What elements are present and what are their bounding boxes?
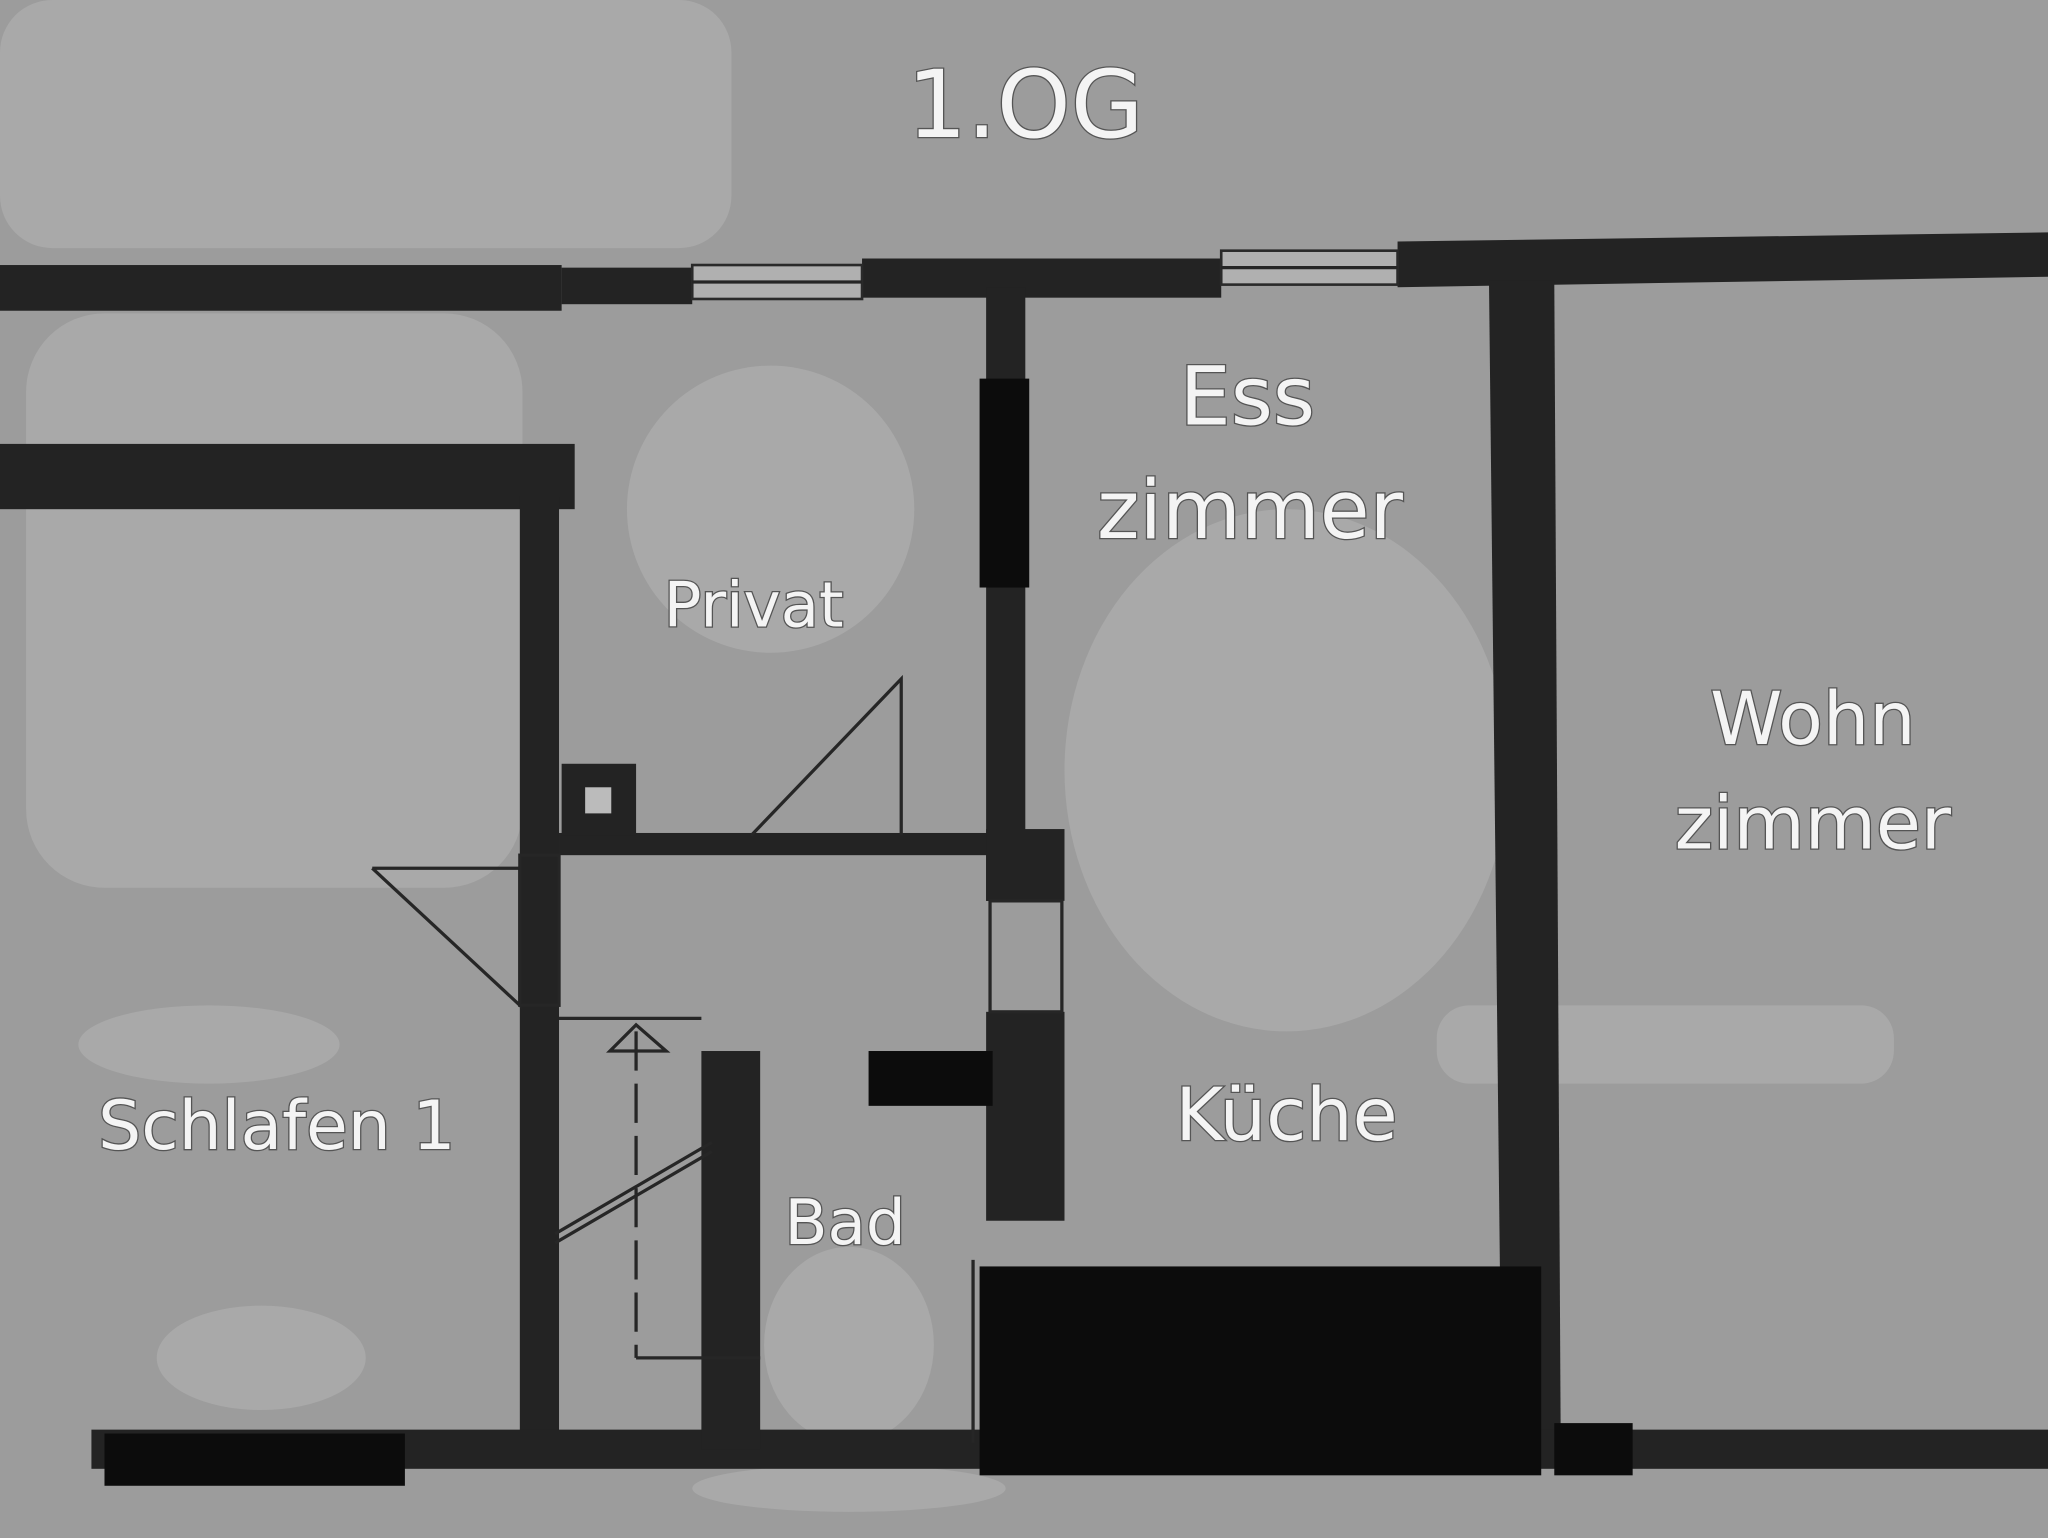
room-label-privat: Privat — [664, 569, 844, 642]
room-label-kueche: Küche — [1175, 1073, 1397, 1158]
room-label-ess-zimmer: zimmer — [1097, 464, 1404, 558]
room-label-bad: Bad — [784, 1186, 905, 1259]
room-label-wohn: Wohn — [1710, 677, 1915, 762]
room-label-ess: Ess — [1180, 350, 1316, 444]
walls — [0, 232, 2048, 1486]
windows — [690, 249, 1399, 301]
room-label-schlafen: Schlafen 1 — [98, 1087, 455, 1166]
floor-title: 1.OG — [907, 51, 1144, 160]
room-label-wohn-zimmer: zimmer — [1675, 782, 1952, 867]
door-swings-and-stairs — [371, 674, 1064, 1443]
